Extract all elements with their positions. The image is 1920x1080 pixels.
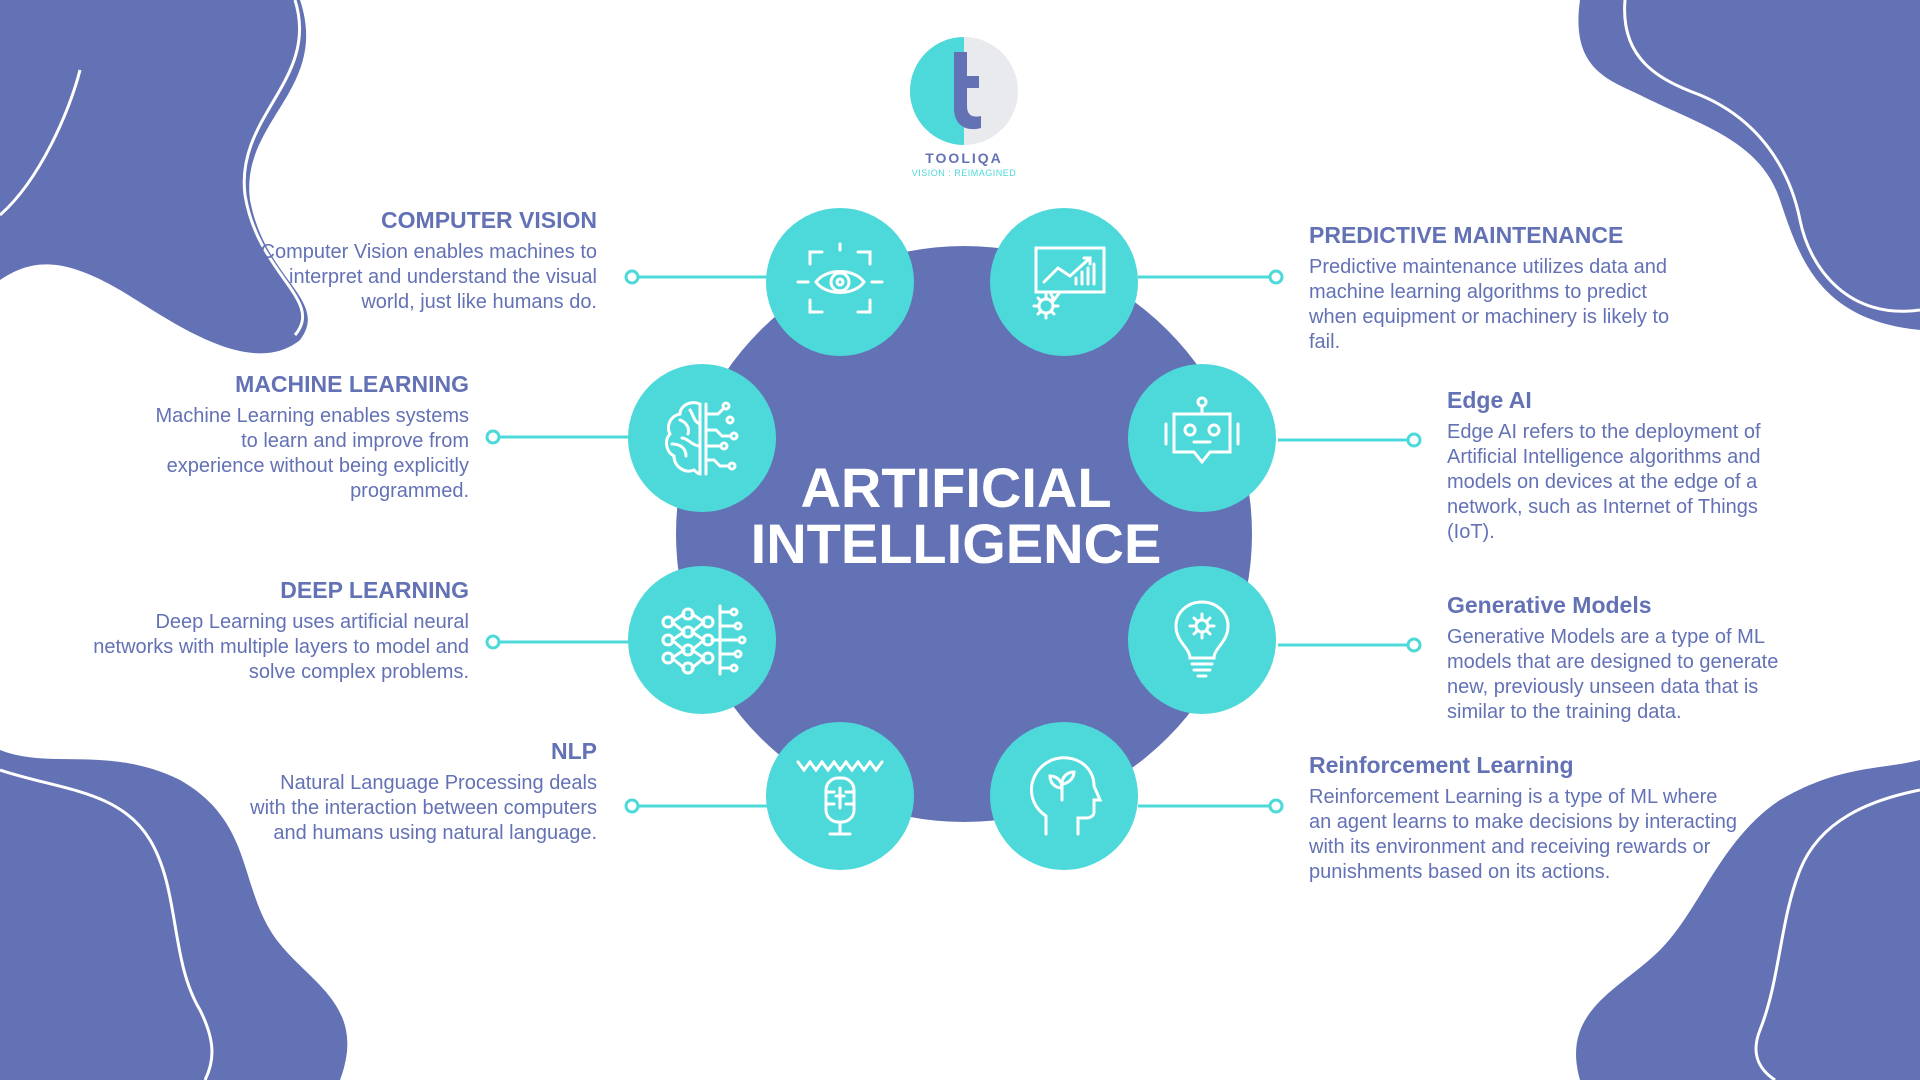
topic-title: DEEP LEARNING xyxy=(280,577,469,603)
brain-circuit-icon xyxy=(665,401,739,476)
brand-name: TOOLIQA xyxy=(925,150,1003,166)
center-title-line2: INTELLIGENCE xyxy=(750,512,1162,575)
robot-icon xyxy=(1164,396,1240,465)
blob-top-left xyxy=(0,0,308,354)
blob-top-right xyxy=(1578,0,1920,330)
connector-dot-pm xyxy=(1268,269,1284,285)
topic-description: Edge AI refers to the deployment of Arti… xyxy=(1447,421,1761,543)
center-title-line1: ARTIFICIAL xyxy=(800,456,1112,519)
topic-description: Predictive maintenance utilizes data and… xyxy=(1309,256,1670,353)
lightbulb-gear-icon xyxy=(1174,600,1230,678)
connector-dot-ml xyxy=(485,429,501,445)
blob-bottom-right xyxy=(1576,760,1920,1080)
node-deep-learning xyxy=(628,566,776,714)
head-plant-icon xyxy=(1030,756,1103,836)
node-reinforcement-learning xyxy=(990,722,1138,870)
connector-dot-nlp xyxy=(624,798,640,814)
topic-title: NLP xyxy=(551,738,597,764)
topic-title: COMPUTER VISION xyxy=(381,207,597,233)
node-generative-models xyxy=(1128,566,1276,714)
topic-generative-models: Generative Models Generative Models are … xyxy=(1447,592,1817,725)
node-predictive-maintenance xyxy=(990,208,1138,356)
node-edge-ai xyxy=(1128,364,1276,512)
chart-gear-icon xyxy=(1032,246,1106,320)
center-title: ARTIFICIAL INTELLIGENCE xyxy=(676,460,1236,572)
topic-description: Machine Learning enables systems to lear… xyxy=(155,405,469,502)
topic-description: Generative Models are a type of ML model… xyxy=(1447,626,1779,723)
neural-network-icon xyxy=(661,604,747,676)
topic-title: Reinforcement Learning xyxy=(1309,752,1574,778)
topic-computer-vision: COMPUTER VISION Computer Vision enables … xyxy=(232,207,597,315)
topic-description: Natural Language Processing deals with t… xyxy=(250,772,597,844)
blob-top-left-line xyxy=(0,0,305,336)
topic-title: Generative Models xyxy=(1447,592,1652,618)
topic-description: Reinforcement Learning is a type of ML w… xyxy=(1309,786,1738,883)
topic-title: Edge AI xyxy=(1447,387,1532,413)
connectors xyxy=(485,269,1422,814)
topic-description: Computer Vision enables machines to inte… xyxy=(260,241,597,313)
connector-dot-dl xyxy=(485,634,501,650)
connector-dot-gen xyxy=(1406,637,1422,653)
central-circle xyxy=(676,246,1252,822)
node-machine-learning xyxy=(628,364,776,512)
blob-bottom-left-line xyxy=(0,768,214,1080)
connector-dot-rl xyxy=(1268,798,1284,814)
topic-machine-learning: MACHINE LEARNING Machine Learning enable… xyxy=(140,371,469,504)
topic-description: Deep Learning uses artificial neural net… xyxy=(93,611,469,683)
connector-dot-edge xyxy=(1406,432,1422,448)
blob-bottom-right-line xyxy=(1754,788,1920,1080)
logo-mark xyxy=(909,36,1019,146)
topic-nlp: NLP Natural Language Processing deals wi… xyxy=(242,738,597,846)
topic-edge-ai: Edge AI Edge AI refers to the deployment… xyxy=(1447,387,1787,545)
microphone-wave-icon xyxy=(796,759,884,836)
topic-title: PREDICTIVE MAINTENANCE xyxy=(1309,222,1624,248)
brand-logo: TOOLIQA VISION : REIMAGINED xyxy=(908,36,1020,178)
topic-reinforcement-learning: Reinforcement Learning Reinforcement Lea… xyxy=(1309,752,1739,885)
topic-predictive-maintenance: PREDICTIVE MAINTENANCE Predictive mainte… xyxy=(1309,222,1689,355)
node-nlp xyxy=(766,722,914,870)
node-computer-vision xyxy=(766,208,914,356)
topic-deep-learning: DEEP LEARNING Deep Learning uses artific… xyxy=(72,577,469,685)
eye-scan-icon xyxy=(796,242,884,314)
topic-title: MACHINE LEARNING xyxy=(235,371,469,397)
blob-top-right-line xyxy=(1623,0,1920,313)
connector-dot-cv xyxy=(624,269,640,285)
brand-tagline: VISION : REIMAGINED xyxy=(911,168,1017,178)
